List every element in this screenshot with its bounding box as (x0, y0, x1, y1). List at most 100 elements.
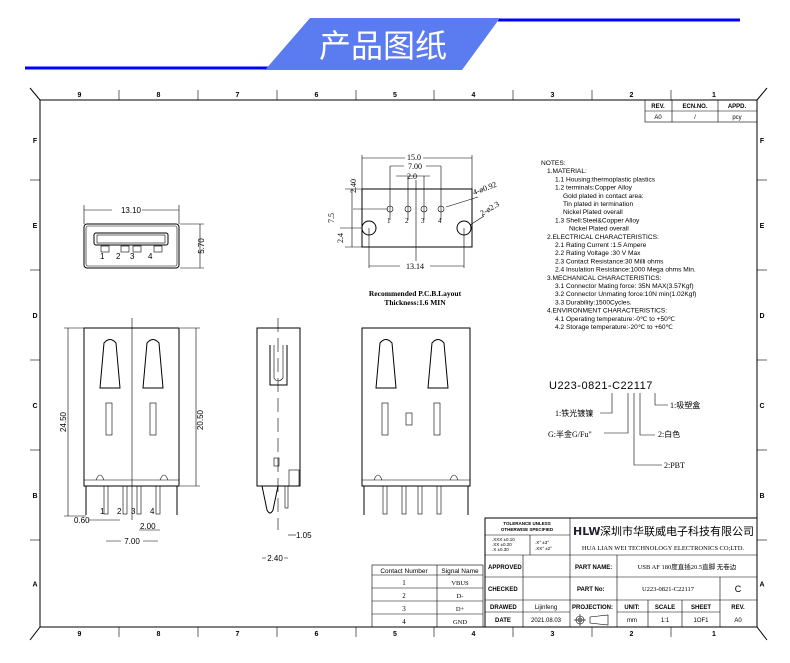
sheet-label: SHEET (691, 605, 711, 611)
signal-table-header: Contact Number (380, 568, 428, 575)
column-label: 4 (472, 92, 476, 99)
row-label: F (760, 138, 765, 145)
rev-label: REV. (731, 605, 745, 611)
face-pin-label: 2 (116, 252, 121, 261)
note-line: NOTES: (541, 160, 566, 167)
front-pin-label: 1 (100, 507, 105, 516)
pcb-layout-view: 15.0 7.00 2.0 1 2 3 4 13.14 4-ø0.92 2-ø2… (327, 152, 501, 307)
note-line: 2.4 Insulation Resistance:1000 Mega ohms… (555, 267, 696, 274)
column-label: 7 (236, 631, 240, 638)
row-label: C (759, 403, 764, 410)
note-line: 1.3 Shell:Steel&Copper Alloy (555, 217, 640, 224)
drawing-date: 2021.08.03 (531, 618, 562, 624)
ecn-value: / (694, 115, 696, 121)
front-pin-label: 3 (131, 507, 136, 516)
header-tab (265, 18, 500, 70)
pcb-dim-row-offset: 2.40 (349, 179, 358, 193)
row-label: D (32, 313, 37, 320)
revision-block: REV. ECN.NO. APPD. A0 / pcy (644, 99, 758, 123)
dim-side-width: 2.40 (267, 554, 283, 563)
dim-face-width: 13.10 (121, 206, 142, 215)
part-code: U223-0821-C22117 (549, 380, 653, 392)
connector-side-view: 1.05 2.40 (256, 318, 312, 563)
note-line: 3.3 Durability:1500Cycles. (555, 299, 632, 306)
note-line: 2.2 Rating Voltage :30 V Max (555, 250, 641, 257)
unit-label: UNIT: (624, 605, 639, 611)
column-label: 5 (393, 92, 397, 99)
scale-label: SCALE (655, 605, 675, 611)
pcb-big-holes-note: 2-ø2.3 (479, 200, 501, 218)
row-label: A (32, 582, 37, 589)
part-code-breakdown: U223-0821-C22117 1:铁光镀镍 G:半金G/Fu" 2:PBT … (548, 380, 700, 470)
contact-number: 2 (402, 592, 406, 600)
ecn-header: ECN.NO. (682, 104, 707, 110)
part-no: U223-0821-C22117 (642, 586, 695, 593)
pcb-small-holes-note: 4-ø0.92 (472, 180, 498, 197)
pcb-pin-label: 2 (405, 217, 409, 225)
callout-plating: 1:铁光镀镍 (555, 408, 593, 418)
projection-label: PROJECTION: (572, 605, 613, 611)
company-name-cn: 深圳市华联威电子科技有限公司 (600, 524, 754, 538)
approved-label: APPROVED (488, 565, 522, 571)
column-label: 3 (551, 631, 555, 638)
note-line: 4.ENVIRONMENT CHARACTERISTICS: (547, 308, 667, 315)
dim-face-height: 5.70 (197, 238, 206, 254)
face-pin-label: 4 (148, 252, 153, 261)
note-line: 1.1 Housing:thermoplastic plastics (555, 176, 656, 183)
appd-value: pcy (732, 115, 741, 121)
dim-height-total: 24.50 (59, 411, 68, 432)
pcb-thickness: Thickness:1.6 MIN (384, 298, 446, 307)
rev-value: A0 (734, 618, 742, 624)
tolerance-angle: .XX° ±2° (535, 546, 552, 551)
tolerance-line: .X ±0.30 (492, 547, 509, 552)
tolerance-line: .XXX ±0.10 (492, 537, 515, 542)
row-label: A (759, 582, 764, 589)
part-name: USB AF 180度直插20.5直脚 无卷边 (638, 562, 737, 571)
note-line: 1.MATERIAL: (547, 168, 587, 175)
rev-header: REV. (651, 104, 665, 110)
dim-height-body: 20.50 (196, 409, 205, 430)
projection-symbol-icon (574, 614, 609, 626)
signal-table-header: Signal Name (441, 568, 479, 575)
sheet-value: 1OF1 (693, 618, 709, 624)
note-line: 3.MECHANICAL CHARACTERISTICS: (547, 275, 662, 282)
dim-side-pin: 1.05 (296, 531, 312, 540)
pcb-pin-label: 1 (387, 217, 391, 225)
signal-name: VBUS (451, 580, 469, 587)
row-label: F (33, 138, 38, 145)
page-title: 产品图纸 (319, 27, 447, 65)
tolerance-line: .XX ±0.20 (492, 542, 512, 547)
column-label: 1 (712, 92, 716, 99)
pcb-pin-label: 4 (438, 217, 442, 225)
front-pin-label: 2 (117, 507, 122, 516)
face-pin-label: 3 (130, 252, 135, 261)
part-no-label: PART No: (577, 587, 605, 593)
column-label: 2 (630, 92, 634, 99)
row-label: C (32, 403, 37, 410)
contact-number: 4 (402, 618, 406, 626)
contact-number: 1 (402, 579, 406, 587)
note-line: Nickel Plated overall (563, 209, 623, 216)
drawing-size: C (735, 584, 742, 594)
drawer-name: Lijinfeng (535, 605, 557, 611)
face-pin-label: 1 (100, 252, 105, 261)
note-line: 3.2 Connector Unmating force:10N min(1.0… (555, 291, 696, 298)
rev-value: A0 (654, 115, 662, 121)
pcb-dim-height: 7.5 (327, 213, 336, 223)
column-label: 9 (78, 631, 82, 638)
checked-label: CHECKED (488, 587, 518, 593)
part-name-label: PART NAME: (575, 565, 612, 571)
column-label: 4 (472, 631, 476, 638)
note-line: 3.1 Connector Mating force: 35N MAX(3.57… (555, 283, 694, 290)
callout-gold: G:半金G/Fu" (548, 429, 592, 439)
row-label: B (32, 493, 37, 500)
pcb-dim-pitch: 2.0 (407, 172, 417, 181)
pcb-dim-hole-span: 13.14 (406, 262, 424, 271)
note-line: 4.1 Operating temperature:-0℃ to +50℃ (555, 316, 676, 323)
dim-pin-pitch: 2.00 (140, 522, 156, 531)
column-label: 7 (236, 92, 240, 99)
